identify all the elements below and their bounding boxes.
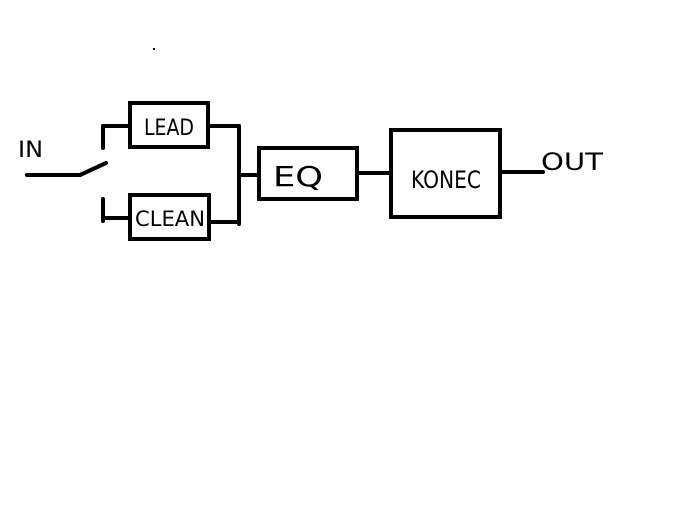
- lead-block: LEAD: [128, 101, 210, 149]
- switch-lever: [78, 161, 108, 177]
- stray-dot: [153, 48, 155, 50]
- lead-label: LEAD: [144, 116, 194, 141]
- clean-label: CLEAN: [135, 207, 205, 231]
- input-label: IN: [18, 138, 43, 163]
- clean-block: CLEAN: [128, 193, 211, 241]
- output-label: OUT: [541, 148, 603, 176]
- eq-block: EQ: [257, 146, 359, 201]
- konec-label: KONEC: [411, 166, 481, 194]
- konec-block: KONEC: [389, 128, 502, 219]
- eq-label: EQ: [273, 160, 323, 193]
